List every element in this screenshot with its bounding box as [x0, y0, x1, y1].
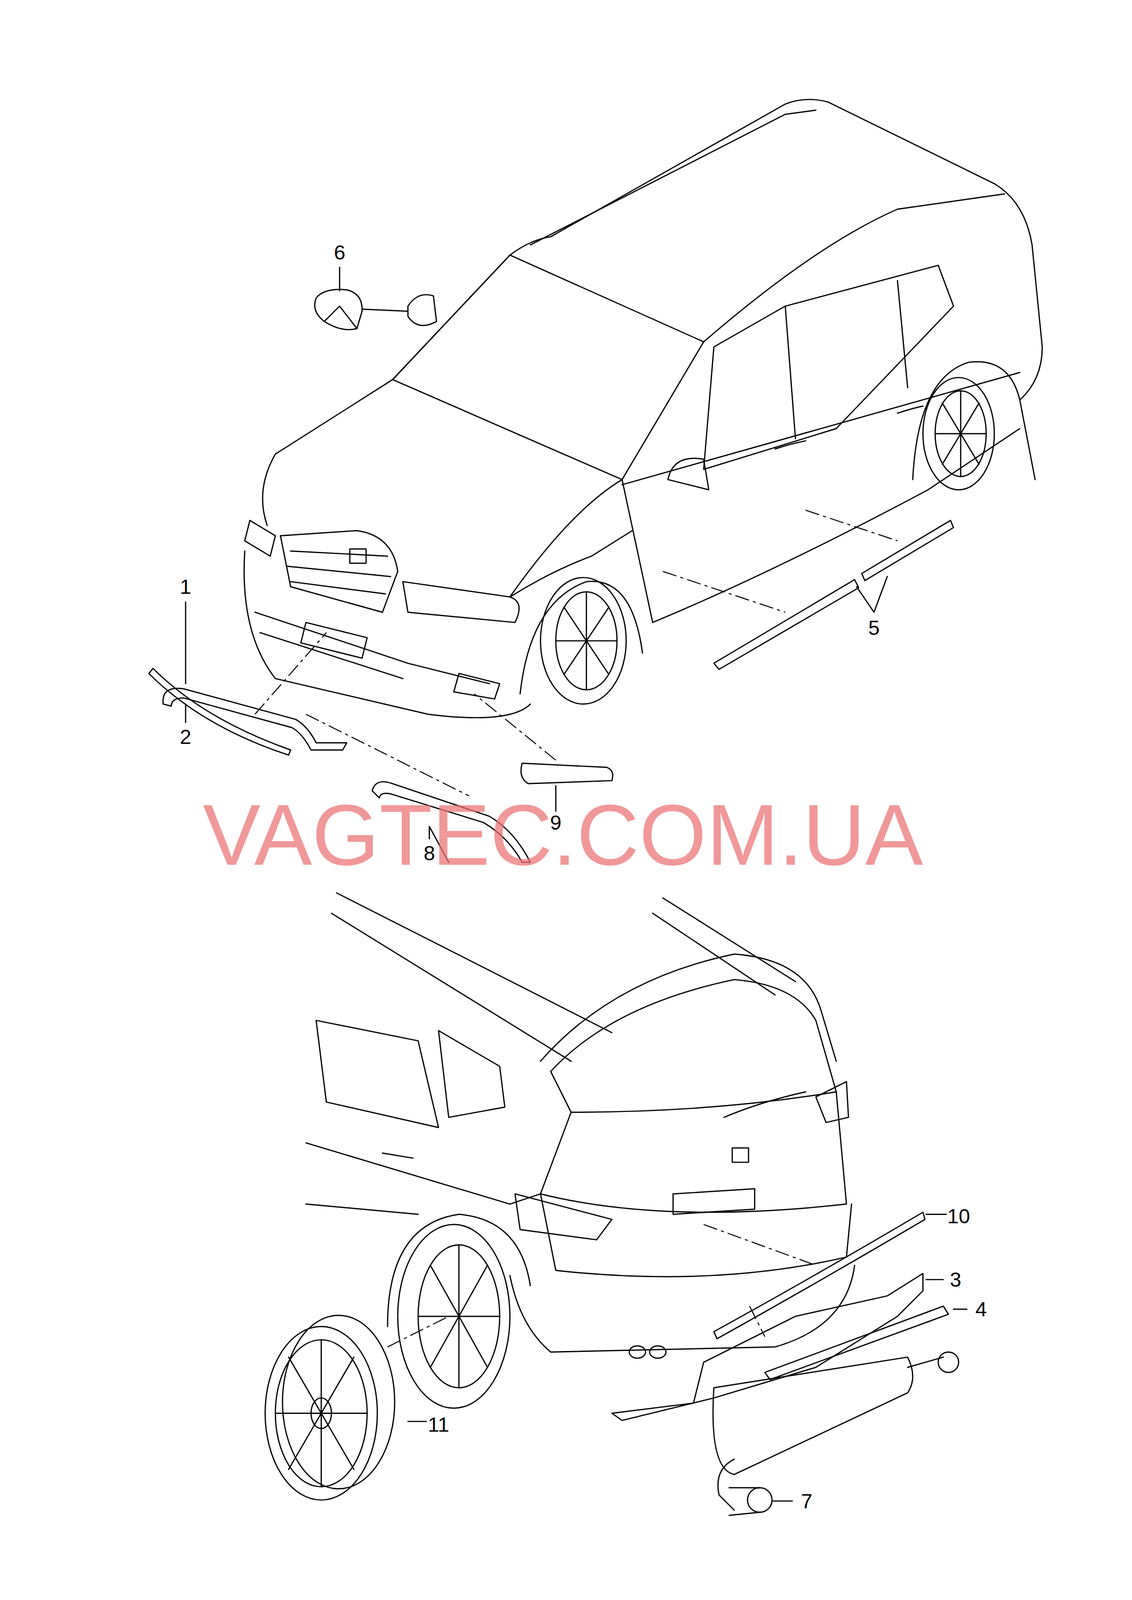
callout-number: 5: [868, 616, 880, 638]
callout-number: 1: [180, 576, 192, 597]
watermark: VAGTEC.COM.UA: [202, 790, 924, 878]
callout-number: 6: [333, 241, 346, 263]
callout-number: 4: [975, 1297, 987, 1319]
callout-number: 10: [947, 1205, 971, 1226]
callout-number: 11: [428, 1413, 450, 1434]
callout-number: 2: [180, 726, 192, 747]
callout-number: 3: [949, 1268, 962, 1290]
callout-number: 7: [801, 1489, 813, 1511]
